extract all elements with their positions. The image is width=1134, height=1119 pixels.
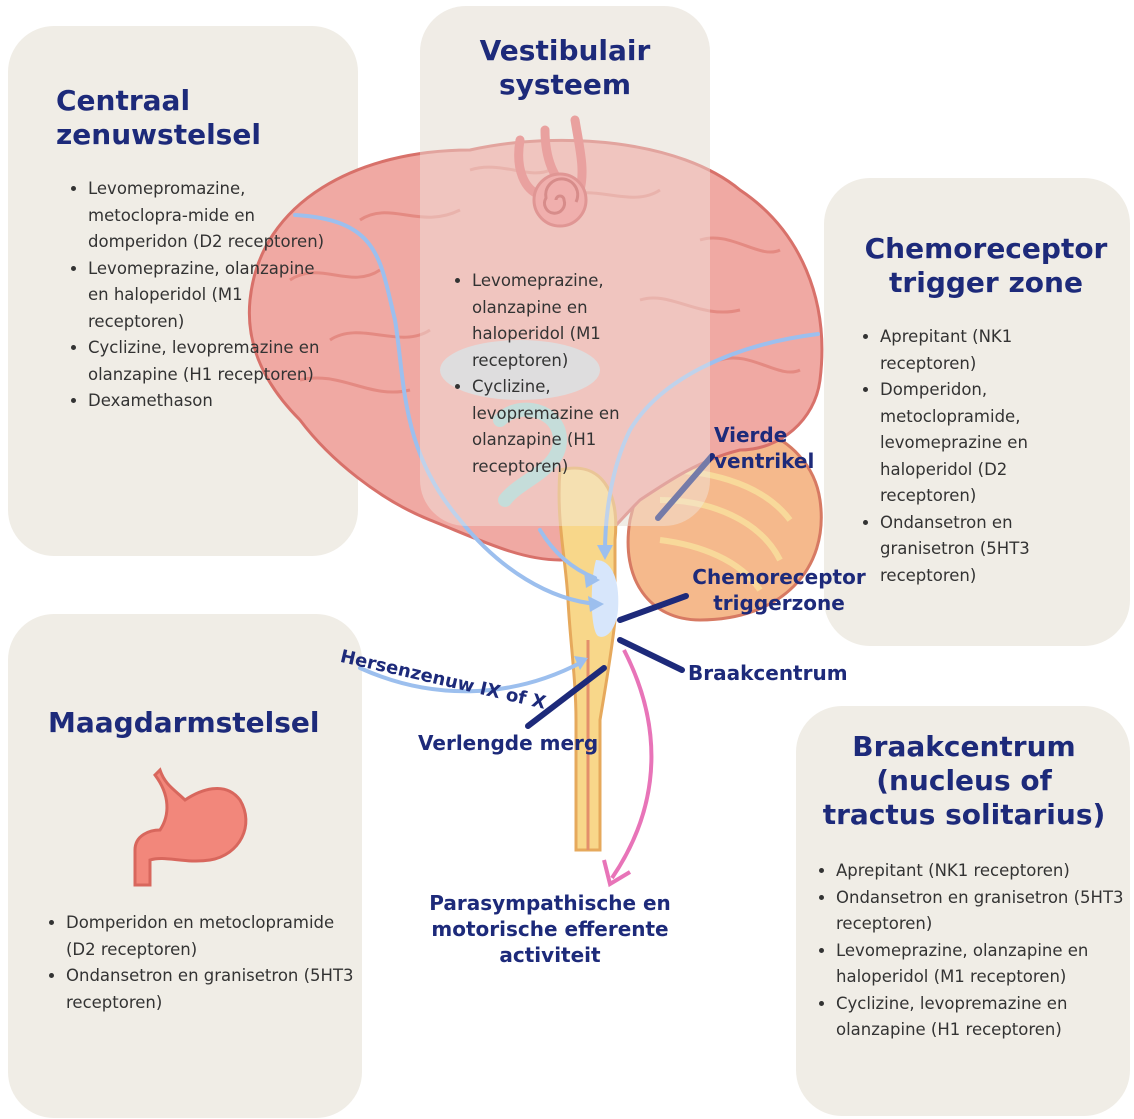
list-item: Cyclizine, levopremazine en olanzapine (… [88, 335, 340, 388]
list-item: Levomeprazine, olanzapine en haloperidol… [88, 256, 340, 336]
list-item: Cyclizine, levopremazine en olanzapine (… [836, 991, 1134, 1044]
list-item: Domperidon en metoclopramide (D2 recepto… [66, 910, 366, 963]
list-item: Ondansetron en granisetron (5HT3 recepto… [880, 510, 1076, 590]
panel-gi-title: Maagdarmstelsel [48, 706, 320, 740]
panel-ctz-list: Aprepitant (NK1 receptoren) Domperidon, … [858, 324, 1076, 589]
list-item: Dexamethason [88, 388, 340, 415]
list-item: Levomeprazine, olanzapine en haloperidol… [472, 268, 672, 374]
panel-vc-list: Aprepitant (NK1 receptoren) Ondansetron … [814, 858, 1134, 1044]
panel-gi-list: Domperidon en metoclopramide (D2 recepto… [44, 910, 366, 1016]
label-vomiting-center: Braakcentrum [688, 660, 848, 686]
pink-arrow [612, 650, 651, 878]
list-item: Ondansetron en granisetron (5HT3 recepto… [66, 963, 366, 1016]
list-item: Ondansetron en granisetron (5HT3 recepto… [836, 885, 1134, 938]
list-item: Cyclizine, levopremazine en olanzapine (… [472, 374, 672, 480]
panel-cns-list: Levomepromazine, metoclopra-mide en domp… [66, 176, 340, 415]
panel-vestibular-list: Levomeprazine, olanzapine en haloperidol… [450, 268, 672, 480]
label-medulla: Verlengde merg [418, 730, 598, 756]
stomach-icon [135, 770, 246, 885]
list-item: Levomepromazine, metoclopra-mide en domp… [88, 176, 340, 256]
list-item: Levomeprazine, olanzapine en haloperidol… [836, 938, 1134, 991]
list-item: Domperidon, metoclopramide, levomeprazin… [880, 377, 1076, 510]
list-item: Aprepitant (NK1 receptoren) [836, 858, 1134, 885]
list-item: Aprepitant (NK1 receptoren) [880, 324, 1076, 377]
